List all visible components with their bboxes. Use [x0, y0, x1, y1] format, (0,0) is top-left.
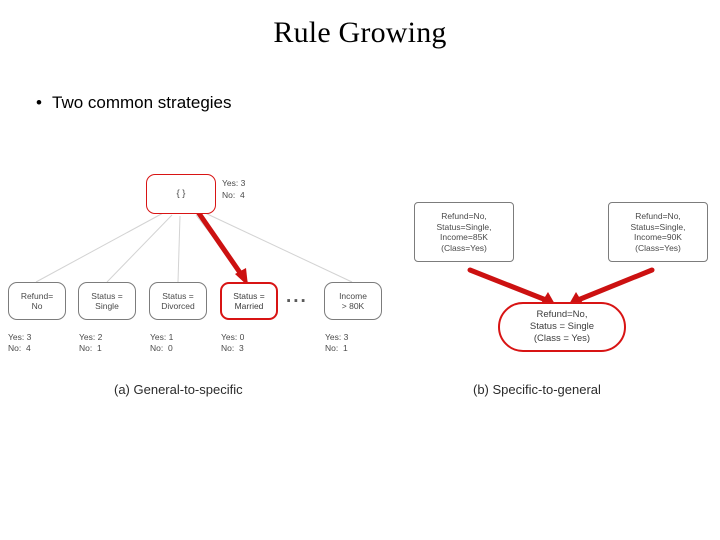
child-node-single-label: Status = Single [91, 290, 123, 312]
rule-growing-figure: { } Yes: 3 No: 4 Refund= No Yes: 3 No: 4… [0, 160, 720, 410]
bullet-label: Two common strategies [52, 93, 232, 112]
child-node-divorced: Status = Divorced [149, 282, 207, 320]
child-node-divorced-counts: Yes: 1 No: 0 [150, 332, 174, 353]
root-node-counts: Yes: 3 No: 4 [222, 178, 246, 200]
caption-specific-to-general: (b) Specific-to-general [473, 382, 601, 397]
specific-node-right-label: Refund=No, Status=Single, Income=90K (Cl… [630, 211, 686, 253]
caption-general-to-specific: (a) General-to-specific [114, 382, 243, 397]
specific-node-left: Refund=No, Status=Single, Income=85K (Cl… [414, 202, 514, 262]
child-node-refund: Refund= No [8, 282, 66, 320]
red-arrow-left-specific-to-general [467, 267, 556, 306]
red-arrow-right-specific-to-general [568, 267, 655, 306]
red-arrow-general-to-specific [195, 209, 248, 286]
ellipsis: ... [286, 286, 308, 307]
bullet-marker: • [36, 93, 42, 112]
child-node-married-counts: Yes: 0 No: 3 [221, 332, 245, 353]
child-node-single: Status = Single [78, 282, 136, 320]
child-node-refund-label: Refund= No [20, 290, 54, 312]
page-title: Rule Growing [273, 16, 447, 49]
generalized-node: Refund=No, Status = Single (Class = Yes) [498, 302, 626, 352]
child-node-income-label: Income > 80K [339, 290, 367, 312]
child-node-income-counts: Yes: 3 No: 1 [325, 332, 349, 353]
root-node-label: { } [176, 188, 186, 199]
child-node-divorced-label: Status = Divorced [161, 290, 195, 312]
specific-node-right: Refund=No, Status=Single, Income=90K (Cl… [608, 202, 708, 262]
child-node-single-counts: Yes: 2 No: 1 [79, 332, 103, 353]
child-node-income: Income > 80K [324, 282, 382, 320]
root-node: { } [146, 174, 216, 214]
bullet-item: • Two common strategies [36, 93, 232, 113]
child-node-refund-counts: Yes: 3 No: 4 [8, 332, 32, 353]
child-node-married: Status = Married [220, 282, 278, 320]
specific-node-left-label: Refund=No, Status=Single, Income=85K (Cl… [436, 211, 492, 253]
child-node-married-label: Status = Married [233, 290, 265, 312]
generalized-node-label: Refund=No, Status = Single (Class = Yes) [529, 309, 595, 344]
